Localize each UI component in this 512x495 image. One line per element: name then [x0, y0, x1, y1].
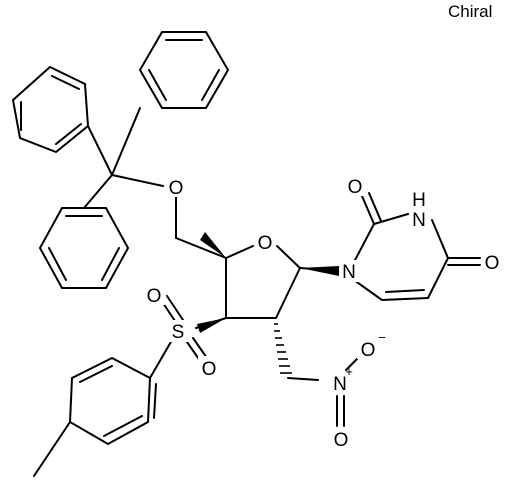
atom-o-nitro-top: O: [361, 340, 376, 361]
atom-s: S: [172, 322, 185, 343]
chiral-label: Chiral: [448, 2, 492, 21]
charge-plus: +: [345, 364, 353, 379]
atom-o-nitro-bottom: O: [334, 430, 349, 451]
stereo-bonds: [197, 232, 339, 374]
atom-o-ether: O: [169, 178, 184, 199]
atom-h-n3: H: [412, 190, 426, 211]
atom-labels: O O N O H N O S O O N + O − O: [143, 174, 503, 451]
atom-o-c2: O: [348, 177, 363, 198]
charge-minus: −: [378, 330, 386, 345]
atom-o-ring: O: [258, 233, 273, 254]
bond-lines: [11, 31, 481, 477]
atom-o-s2: O: [202, 359, 217, 380]
atom-o-c4: O: [485, 253, 500, 274]
atom-n-nitro: N: [333, 374, 347, 395]
atom-o-s1: O: [147, 286, 162, 307]
atom-n1: N: [342, 262, 356, 283]
atom-n3: N: [412, 210, 426, 231]
